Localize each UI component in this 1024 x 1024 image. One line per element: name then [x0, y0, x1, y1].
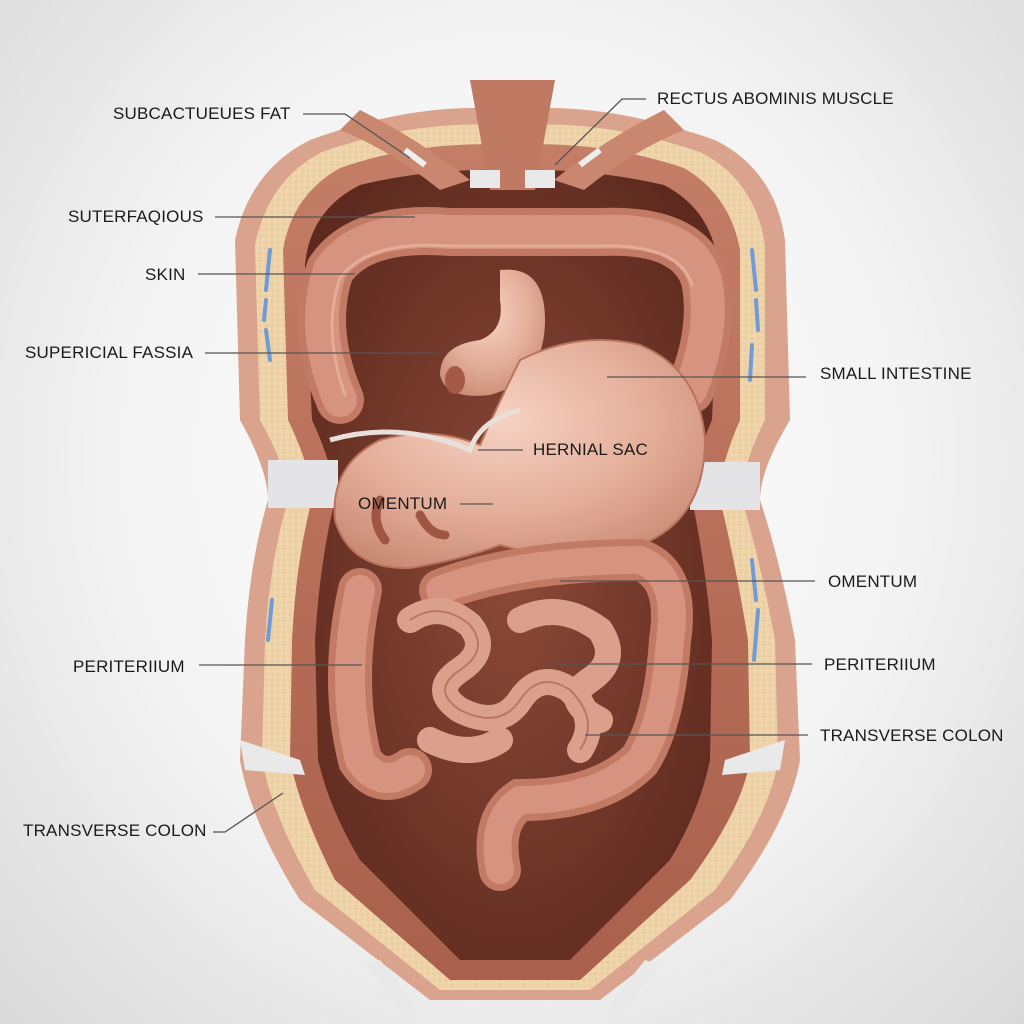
- fascia-band-left: [268, 460, 338, 508]
- hernial-sac: [329, 339, 707, 570]
- label-rectus-abdominis-muscle: RECTUS ABOMINIS MUSCLE: [657, 89, 894, 108]
- label-skin: SKIN: [145, 265, 186, 284]
- large-intestine-lower: [328, 538, 693, 891]
- label-transverse-colon-left: TRANSVERSE COLON: [23, 821, 207, 840]
- label-peritoneum-right: PERITERIIUM: [824, 655, 936, 674]
- label-hernial-sac: HERNIAL SAC: [533, 440, 648, 459]
- label-transverse-colon-right: TRANSVERSE COLON: [820, 726, 1004, 745]
- label-superficial-fascia: SUPERICIAL FASSIA: [25, 343, 194, 362]
- label-suterfaqious: SUTERFAQIOUS: [68, 207, 204, 226]
- leader-lines: [198, 98, 815, 833]
- leader-subcutaneous-fat: [303, 113, 411, 159]
- label-subcutaneous-fat: SUBCACTUEUES FAT: [113, 104, 291, 123]
- label-omentum: OMENTUM: [828, 572, 918, 591]
- upper-muscles: [340, 80, 684, 190]
- label-omentum-in-sac: OMENTUM: [358, 494, 448, 513]
- leader-transverse-colon-left: [213, 792, 284, 833]
- label-small-intestine: SMALL INTESTINE: [820, 364, 972, 383]
- leader-rectus-abdominis: [554, 98, 646, 166]
- large-intestine-upper: [298, 207, 732, 424]
- label-peritoneum-left: PERITERIIUM: [73, 657, 185, 676]
